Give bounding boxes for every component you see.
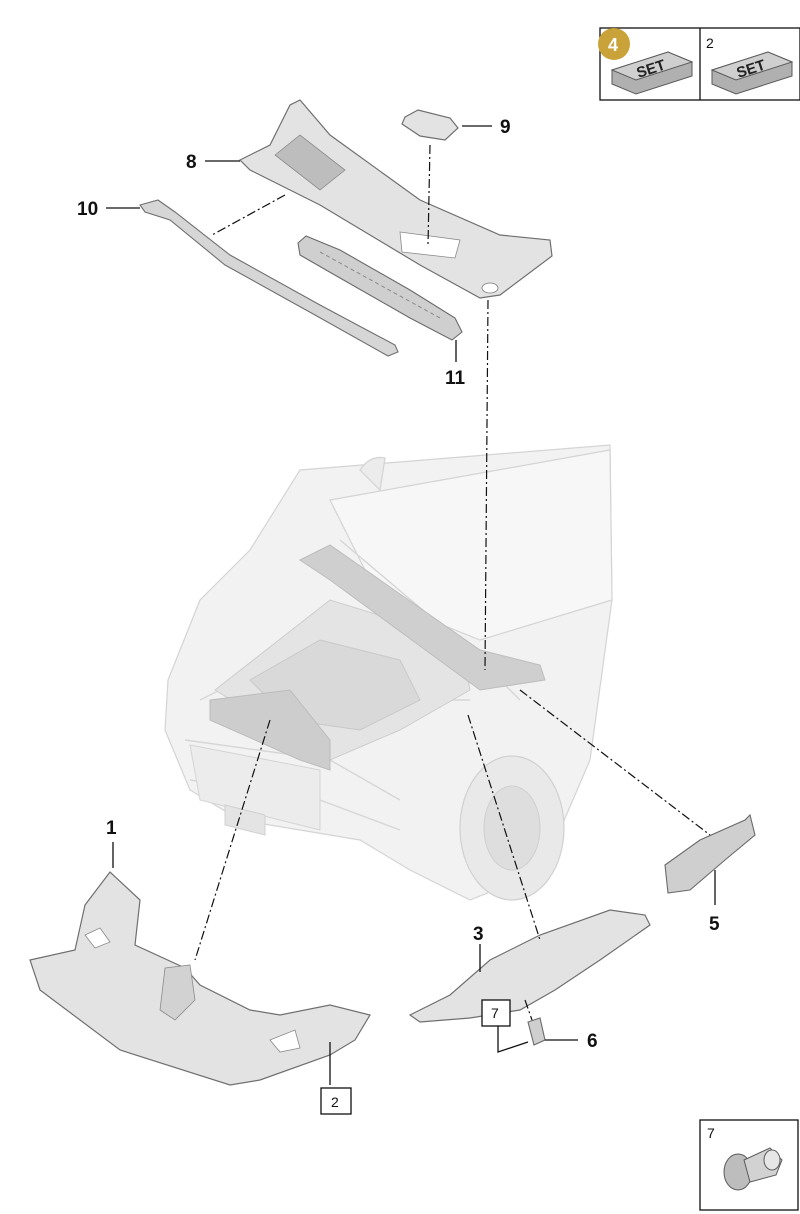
set-panel: SET 4 2 SET <box>598 27 800 101</box>
callout-1: 1 <box>106 818 117 839</box>
svg-text:2: 2 <box>331 1094 339 1110</box>
assembly-lines <box>194 144 711 1021</box>
part-6-clip[interactable] <box>527 1017 546 1046</box>
part-9-cover-cap[interactable] <box>401 109 459 141</box>
callout-9: 9 <box>500 117 511 138</box>
part-1-front-cover[interactable] <box>29 871 371 1086</box>
svg-text:7: 7 <box>491 1005 499 1021</box>
push-clip-icon <box>723 1147 783 1191</box>
set-cell-4[interactable]: SET <box>610 51 694 95</box>
clip-panel-7[interactable]: 7 <box>699 1119 799 1211</box>
callout-6: 6 <box>587 1031 598 1052</box>
svg-text:7: 7 <box>707 1125 715 1141</box>
badge-4: 4 <box>598 28 630 60</box>
callout-10: 10 <box>77 199 98 220</box>
callout-5: 5 <box>709 914 720 935</box>
boxed-ref-7[interactable]: 7 <box>481 999 511 1027</box>
vehicle-outline <box>164 444 613 901</box>
part-3-side-trim[interactable] <box>408 909 651 1023</box>
leader-lines <box>106 125 716 1085</box>
part-5-bracket[interactable] <box>664 813 756 894</box>
callout-8: 8 <box>186 152 197 173</box>
part-11-reinforcement[interactable] <box>297 235 463 341</box>
callout-3: 3 <box>473 924 484 945</box>
callout-11: 11 <box>445 368 466 389</box>
boxed-ref-2[interactable]: 2 <box>320 1087 352 1115</box>
set-cell-2[interactable]: 2 SET <box>706 35 794 95</box>
svg-text:2: 2 <box>706 35 714 51</box>
svg-text:4: 4 <box>608 35 618 55</box>
part-10-seal-strip[interactable] <box>139 199 399 357</box>
part-8-cowl-panel[interactable] <box>238 99 553 299</box>
callout-labels: 8 9 10 11 1 3 5 6 <box>77 117 720 1052</box>
